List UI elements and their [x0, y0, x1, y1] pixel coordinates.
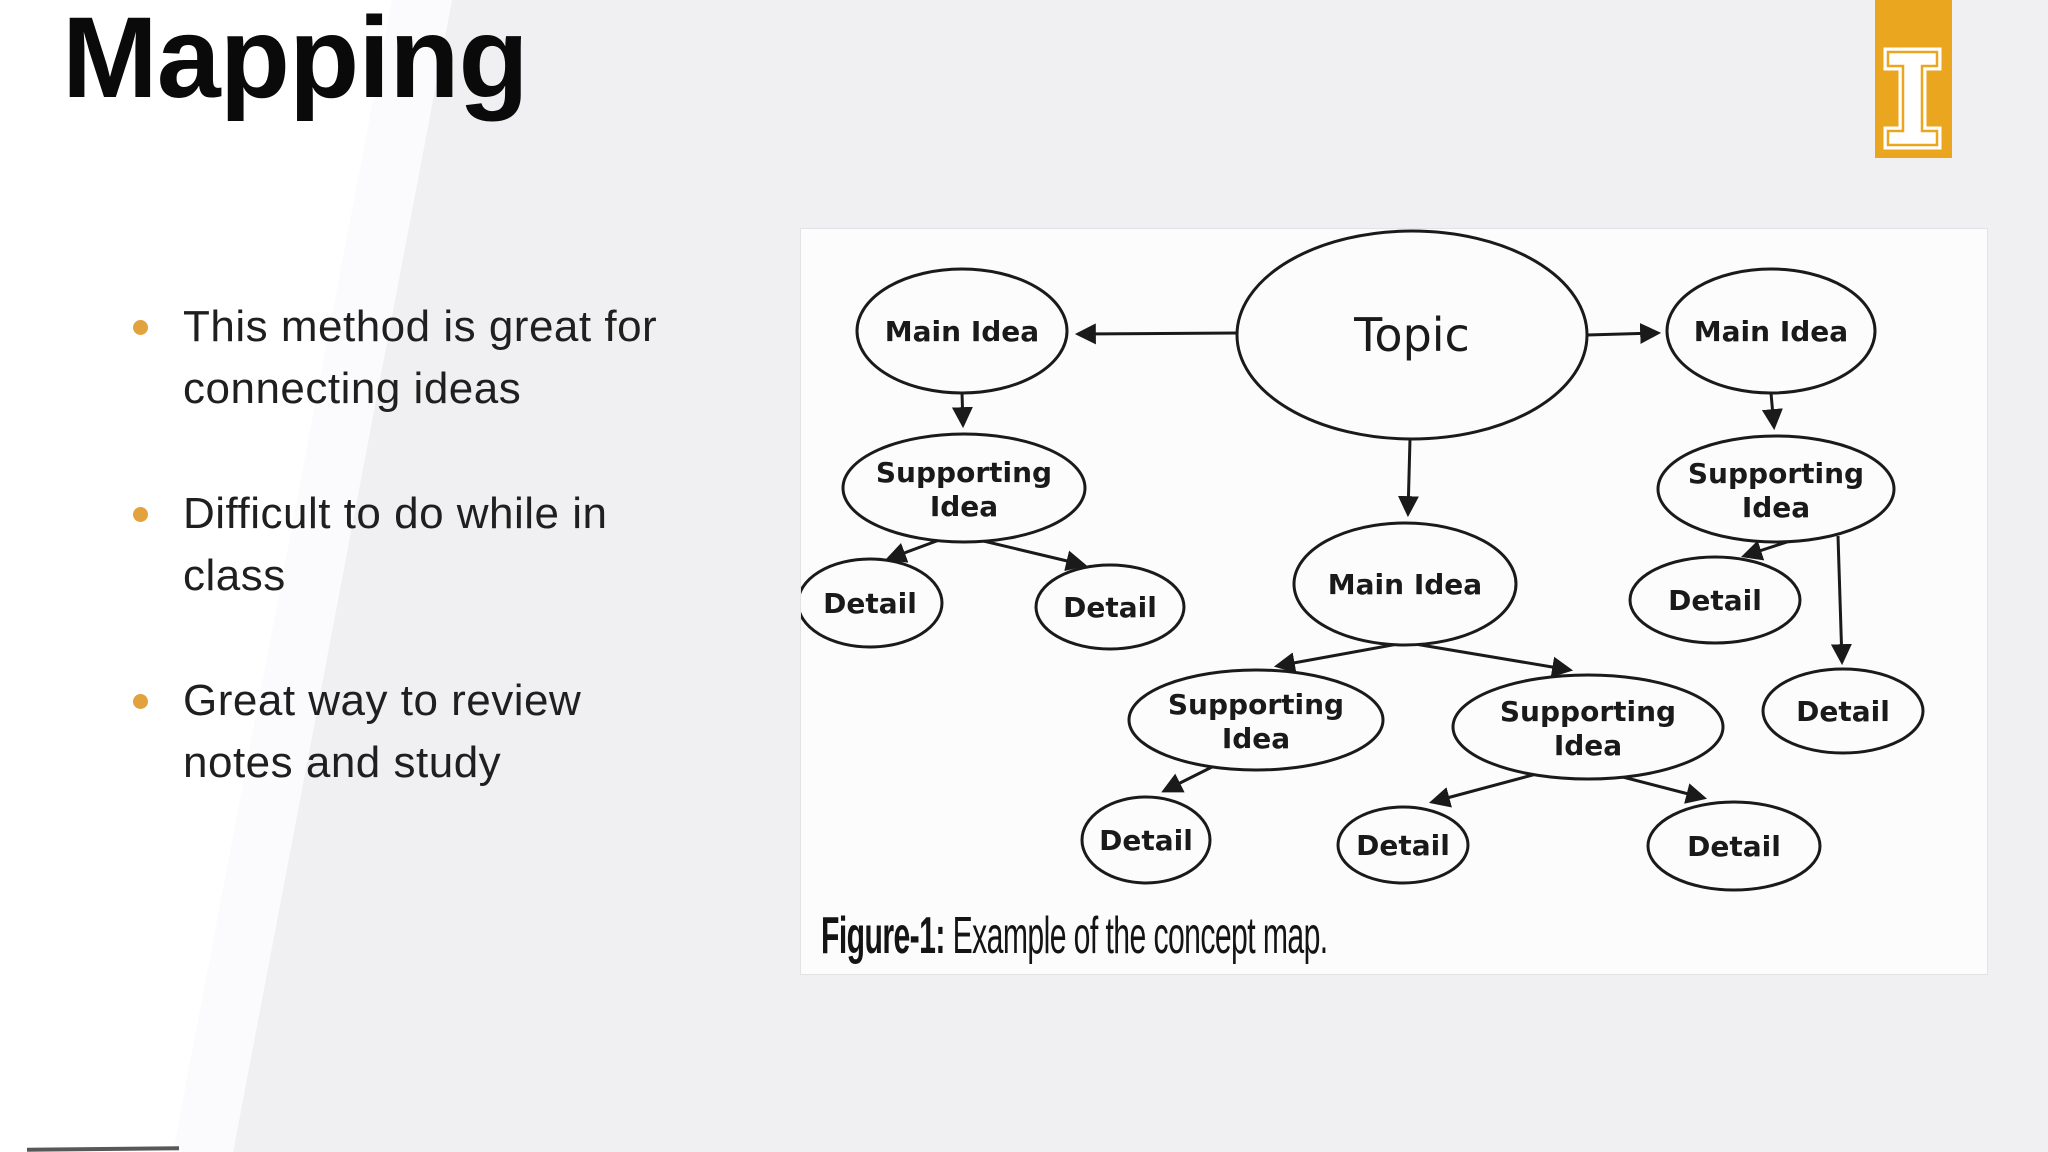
diagram-node-detail-cr2	[1646, 800, 1822, 892]
diagram-node-topic	[1235, 229, 1589, 441]
diagram-node-main-left	[855, 267, 1069, 395]
diagram-label-topic: Topic	[1353, 308, 1470, 362]
bullet-text: Difficult to do while in class	[183, 489, 608, 600]
edge-topic-to-main-center	[1397, 438, 1419, 518]
diagram-label-main-center: Main Idea	[1328, 568, 1482, 601]
bullet-list: This method is great for connecting idea…	[126, 296, 766, 857]
bullet-item: Great way to review notes and study	[126, 670, 766, 794]
diagram-node-detail-r2	[1761, 667, 1925, 755]
edge-topic-to-main-right	[1586, 323, 1662, 344]
diagram-label-main-left: Main Idea	[885, 315, 1039, 348]
diagram-node-sup-left	[841, 432, 1087, 544]
bullet-item: This method is great for connecting idea…	[126, 296, 766, 420]
bullet-icon	[133, 320, 148, 335]
edge-main-right-to-sup-right	[1761, 392, 1783, 431]
diagram-node-sup-right	[1656, 434, 1896, 544]
diagram-label-main-right: Main Idea	[1694, 315, 1848, 348]
bullet-text: Great way to review notes and study	[183, 676, 582, 787]
block-i-icon	[1875, 0, 1952, 158]
diagram-node-main-center	[1292, 521, 1518, 647]
edge-main-left-to-sup-left	[951, 392, 973, 429]
diagram-node-main-right	[1665, 267, 1877, 395]
diagram-label-detail-cr2: Detail	[1687, 830, 1781, 863]
bullet-item: Difficult to do while in class	[126, 483, 766, 607]
slide-title: Mapping	[62, 0, 529, 122]
edge-sup-center-left-to-detail-cl	[1161, 762, 1219, 793]
edge-sup-right-to-detail-r1	[1741, 539, 1791, 561]
figure-caption-label: Figure-1:	[821, 907, 945, 965]
figure-caption-text: Example of the concept map.	[944, 907, 1329, 965]
figure-caption: Figure-1: Example of the concept map.	[821, 906, 1459, 966]
diagram-node-sup-center-left	[1127, 668, 1385, 772]
university-logo	[1875, 0, 1952, 158]
diagram-node-detail-cr1	[1336, 805, 1470, 885]
edge-sup-center-right-to-detail-cr2	[1614, 773, 1708, 804]
diagram-label-detail-cl: Detail	[1099, 824, 1193, 857]
bullet-icon	[133, 694, 148, 709]
bullet-icon	[133, 507, 148, 522]
edge-sup-right-to-detail-r2	[1830, 535, 1852, 666]
diagram-node-detail-cl	[1080, 795, 1212, 885]
diagram-label-detail-cr1: Detail	[1356, 829, 1450, 862]
diagram-label-detail-l2: Detail	[1063, 591, 1157, 624]
diagram-label-detail-r1: Detail	[1668, 584, 1762, 617]
diagram-label-detail-r2: Detail	[1796, 695, 1890, 728]
edge-sup-center-right-to-detail-cr1	[1428, 771, 1541, 808]
diagram-node-detail-r1	[1628, 555, 1802, 645]
block-i-letter	[1886, 50, 1939, 147]
diagram-node-detail-l1	[801, 557, 944, 649]
edge-topic-to-main-left	[1074, 323, 1238, 345]
edge-sup-left-to-detail-l2	[974, 537, 1088, 572]
bullet-text: This method is great for connecting idea…	[183, 302, 658, 413]
diagram-node-detail-l2	[1034, 563, 1186, 651]
diagram-label-detail-l1: Detail	[823, 587, 917, 620]
edge-main-center-to-sup-center-left	[1273, 642, 1399, 674]
edge-main-center-to-sup-center-right	[1414, 642, 1574, 678]
diagram-node-sup-center-right	[1451, 673, 1725, 781]
